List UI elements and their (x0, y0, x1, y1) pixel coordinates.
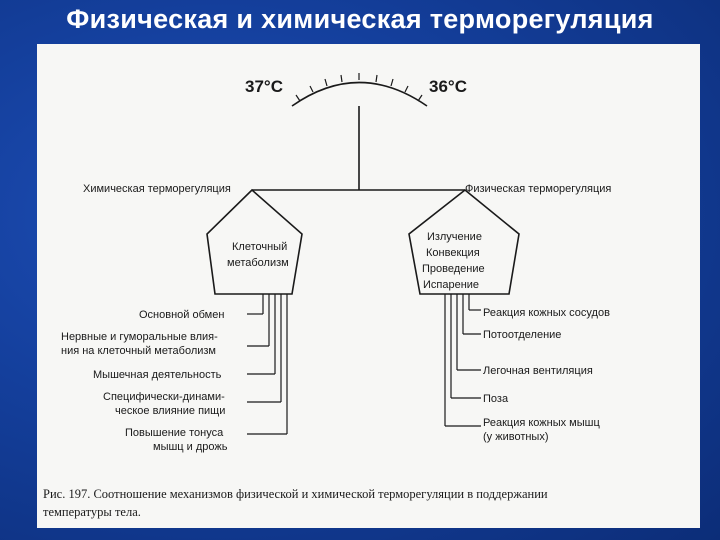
thermometer-ticks (295, 73, 423, 102)
caption-line-2: температуры тела. (43, 505, 141, 519)
right-box-line-4: Испарение (423, 279, 479, 291)
chem-thermoregulation-label: Химическая терморегуляция (83, 183, 231, 195)
left-item-sda-line-1: Специфически-динами- (103, 391, 225, 403)
left-item-basal-metabolism: Основной обмен (139, 309, 224, 321)
heat-transfer-box (408, 188, 520, 295)
left-item-neural-line-2: ния на клеточный метаболизм (61, 345, 216, 357)
slide-title: Физическая и химическая терморегуляция (66, 4, 654, 34)
phys-thermoregulation-label: Физическая терморегуляция (465, 183, 611, 195)
left-item-tone-line-1: Повышение тонуса (125, 427, 224, 439)
caption-line-1: Рис. 197. Соотношение механизмов физичес… (43, 487, 548, 501)
right-box-line-1: Излучение (427, 231, 482, 243)
left-connectors (247, 294, 288, 435)
right-connectors (444, 294, 481, 427)
thermometer-arc (291, 81, 428, 107)
right-box-line-3: Проведение (422, 263, 485, 275)
left-box-line-1: Клеточный (232, 241, 287, 253)
right-item-lung-ventilation: Легочная вентиляция (483, 365, 593, 377)
right-item-skin-muscles-line-2: (у животных) (483, 431, 549, 443)
left-item-tone-line-2: мышц и дрожь (153, 441, 228, 453)
right-item-skin-muscles-line-1: Реакция кожных мышц (483, 417, 600, 429)
right-item-sweating: Потоотделение (483, 329, 561, 341)
right-box-line-2: Конвекция (426, 247, 480, 259)
left-box-line-2: метаболизм (227, 257, 289, 269)
diagram-figure: 37°C 36°C Химическая терморегуляция Физи… (37, 44, 700, 528)
cell-metabolism-box (206, 188, 303, 295)
right-item-skin-vessels: Реакция кожных сосудов (483, 307, 610, 319)
temp-left-label: 37°C (245, 77, 283, 96)
temp-right-label: 36°C (429, 77, 467, 96)
left-item-sda-line-2: ческое влияние пищи (115, 405, 225, 417)
left-item-neural-line-1: Нервные и гуморальные влия- (61, 331, 218, 343)
right-item-posture: Поза (483, 393, 509, 405)
thermoregulation-diagram: 37°C 36°C Химическая терморегуляция Физи… (43, 73, 611, 519)
left-item-muscle-activity: Мышечная деятельность (93, 369, 222, 381)
